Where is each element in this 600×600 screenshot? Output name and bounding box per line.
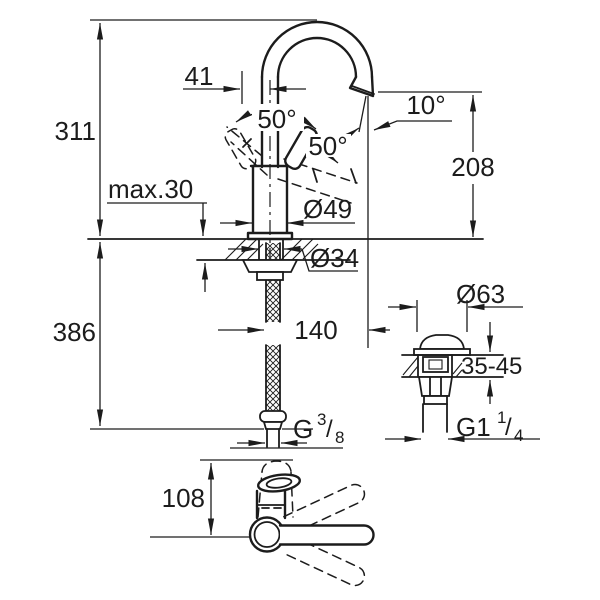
lever-arm <box>278 524 375 546</box>
side-view-faucet-outline <box>224 20 375 348</box>
thread-g114-denominator: 4 <box>514 426 523 445</box>
flex-hose-upper <box>266 243 280 322</box>
waste-locknut <box>417 376 454 397</box>
ext-ticks-63 <box>416 300 468 332</box>
thread-g38-denominator: 8 <box>335 428 344 447</box>
aerator-seam <box>351 85 375 95</box>
waste-hatch-right <box>452 362 463 378</box>
dashed-spout-top-left <box>257 471 263 518</box>
waste-collar <box>423 395 448 405</box>
dashed-lever-down <box>283 535 366 587</box>
dim-swivel-left: 50° <box>257 104 296 134</box>
aerator-outline <box>256 473 302 493</box>
waste-hatch-left <box>402 356 419 378</box>
dim-below-deck: 386 <box>53 317 96 347</box>
leader-34 <box>301 248 358 272</box>
aerator-inner <box>265 477 293 489</box>
dim-body-diameter: Ø49 <box>303 194 352 224</box>
tick-mid <box>312 168 318 183</box>
mounting-nut <box>256 271 284 281</box>
dashed-spout-right-outer <box>283 158 358 184</box>
dim-max-deck: max.30 <box>108 174 193 204</box>
waste-locknut-facets <box>429 376 442 397</box>
thread-g38-prefix: G <box>293 414 313 444</box>
dim-body-depth: 108 <box>162 483 205 513</box>
leader-10deg <box>373 120 452 131</box>
label-knockout-50-right <box>306 134 351 157</box>
threaded-shank <box>258 238 284 261</box>
hose-fitting-neck <box>262 421 284 430</box>
thread-g114-numerator: 1 <box>497 408 506 427</box>
waste-view: Ø63 35-45 G1 1 / 4 <box>385 279 540 445</box>
waste-window-outer <box>422 356 449 373</box>
thread-g114-prefix: G1 <box>456 412 491 442</box>
supply-tube <box>266 428 280 448</box>
dim-hole-diameter: Ø34 <box>310 243 359 273</box>
dim-spout-reach: 140 <box>294 315 337 345</box>
dashed-spout-right-inner <box>277 178 352 204</box>
top-view: 108 <box>150 459 375 587</box>
dashed-lever-up <box>283 483 366 535</box>
dim-stream-angle: 10° <box>406 90 445 120</box>
tick-right <box>350 168 357 184</box>
dashed-spout-top-cap <box>261 460 292 473</box>
dashed-spout-left-outer <box>226 126 263 157</box>
stream-line-tilted <box>358 95 367 133</box>
mounting-washer <box>241 259 299 273</box>
deck-and-hardware <box>87 238 484 448</box>
flex-hose-lower-walls <box>265 344 281 413</box>
waste-body-walls <box>417 354 453 378</box>
dashed-handle-left <box>224 128 257 170</box>
handle-pivot-inner <box>253 521 281 548</box>
flex-hose-lower <box>266 345 280 412</box>
waste-window-inner <box>428 359 443 370</box>
spout-inner-arc <box>276 36 358 79</box>
spout-tip <box>348 75 375 98</box>
side-view-dimensions: 311 41 50° 50° 10° 208 max.30 Ø49 Ø34 <box>53 19 495 449</box>
hose-fitting <box>259 410 287 423</box>
dim-handle-offset: 41 <box>185 61 214 91</box>
waste-tailpipe <box>422 403 448 433</box>
label-knockout-50-left <box>252 104 304 131</box>
dim-total-height: 311 <box>55 116 96 146</box>
flex-hose-upper-walls <box>265 242 281 323</box>
thread-g38-numerator: 3 <box>317 410 326 429</box>
thread-g114-slash: / <box>505 414 512 441</box>
spout-outer-arc <box>260 20 374 79</box>
dashed-spout-left-inner <box>230 141 268 176</box>
dim-spout-height: 208 <box>451 152 494 182</box>
dim-swivel-right: 50° <box>308 131 347 161</box>
dim-deck-range: 35-45 <box>461 353 522 380</box>
dim-flange-diameter: Ø63 <box>456 279 505 309</box>
waste-dome-cap <box>418 334 466 350</box>
tick-left <box>242 138 252 148</box>
thread-g38-slash: / <box>326 416 333 443</box>
